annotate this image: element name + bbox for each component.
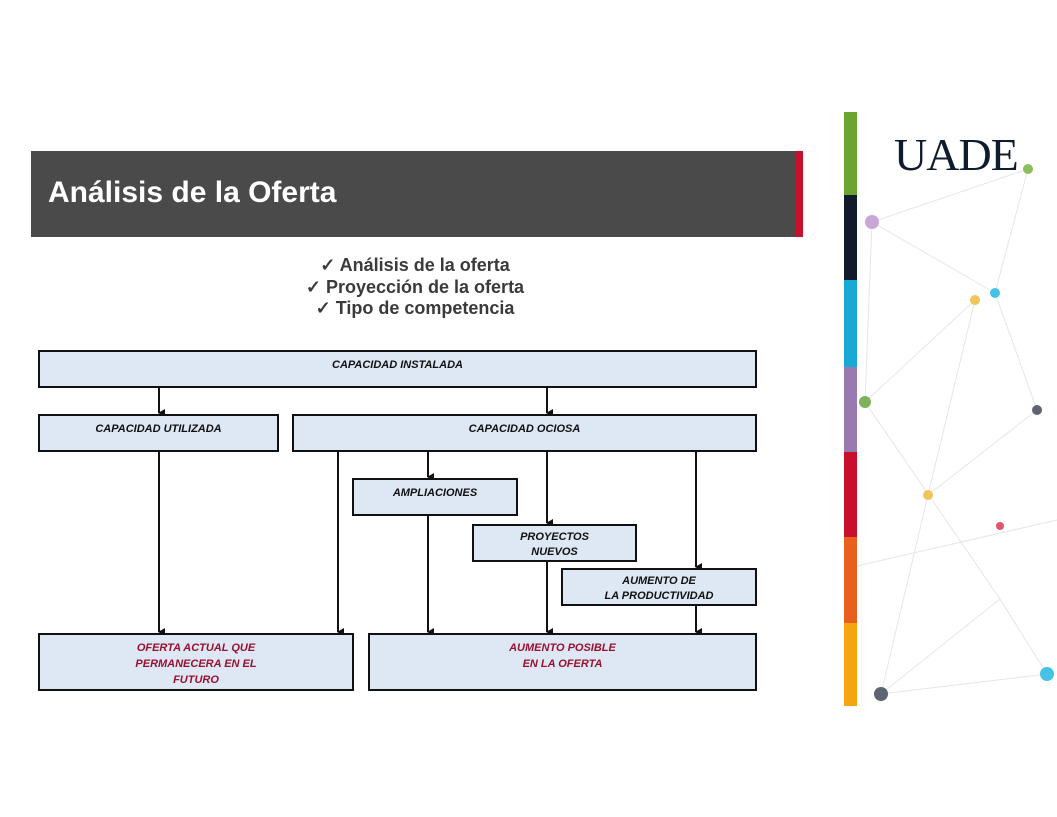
title-bar <box>31 151 795 237</box>
box-ampliaciones: AMPLIACIONES <box>352 478 518 516</box>
check-icon: ✓ <box>315 298 336 318</box>
network-node <box>996 522 1004 530</box>
network-node <box>865 215 879 229</box>
box-aumento-posible: AUMENTO POSIBLE EN LA OFERTA <box>368 633 757 691</box>
network-decoration <box>857 164 1057 701</box>
box-proyectos-nuevos: PROYECTOS NUEVOS <box>472 524 637 562</box>
bullet-list: ✓ Análisis de la oferta ✓ Proyección de … <box>300 255 530 320</box>
network-node <box>1023 164 1033 174</box>
bullet-item: ✓ Proyección de la oferta <box>305 276 525 297</box>
box-aumento-productividad: AUMENTO DE LA PRODUCTIVIDAD <box>561 568 757 606</box>
network-node <box>859 396 871 408</box>
network-node <box>1032 405 1042 415</box>
slide-title: Análisis de la Oferta <box>48 176 337 209</box>
box-capacidad-ociosa: CAPACIDAD OCIOSA <box>292 414 757 452</box>
box-capacidad-utilizada: CAPACIDAD UTILIZADA <box>38 414 279 452</box>
check-icon: ✓ <box>320 255 340 275</box>
network-node <box>1040 667 1054 681</box>
title-bar-accent <box>795 151 803 237</box>
uade-logo: UADE <box>894 129 1019 180</box>
network-node <box>923 490 933 500</box>
network-node <box>970 295 980 305</box>
bullet-item: ✓ Análisis de la oferta <box>320 255 510 275</box>
network-node <box>874 687 888 701</box>
box-capacidad-instalada: CAPACIDAD INSTALADA <box>38 350 757 388</box>
network-node <box>990 288 1000 298</box>
bullet-item: ✓ Tipo de competencia <box>315 298 515 318</box>
check-icon: ✓ <box>305 276 326 297</box>
box-oferta-actual: OFERTA ACTUAL QUE PERMANECERA EN EL FUTU… <box>38 633 354 691</box>
